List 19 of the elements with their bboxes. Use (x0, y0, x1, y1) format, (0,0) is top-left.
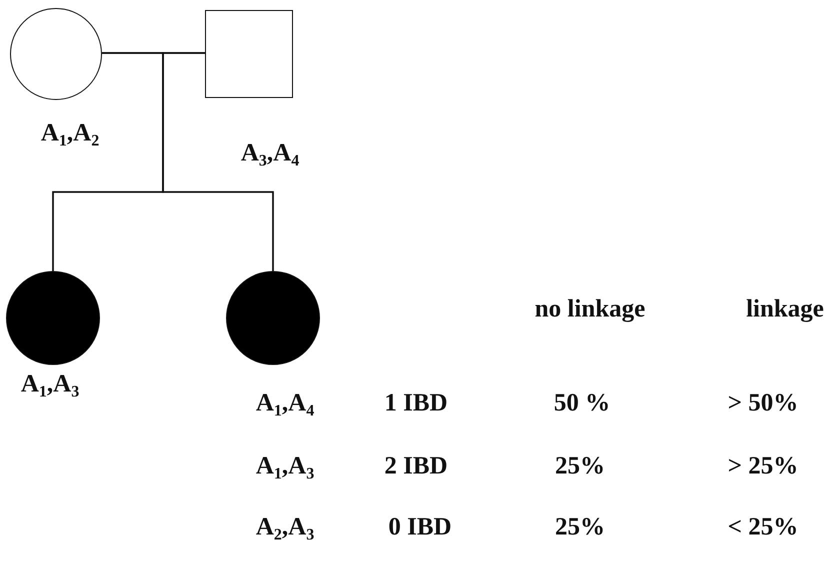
column-header: linkage (746, 296, 824, 322)
ibd-label: 0 IBD (388, 514, 452, 540)
genotype-label: A$_{1}$,A$_{3}$ (256, 454, 314, 478)
male-square (205, 10, 293, 98)
column-header: no linkage (534, 296, 646, 322)
probability-label: > 50% (728, 390, 798, 416)
genotype-label: A$_{2}$,A$_{3}$ (256, 514, 314, 540)
genotype-label: A$_{3}$,A$_{4}$ (240, 140, 300, 166)
ibd-label: 1 IBD (384, 390, 448, 416)
probability-label: 25% (555, 454, 605, 478)
descent-line (162, 52, 274, 271)
ibd-label: 2 IBD (384, 454, 448, 478)
genotype-label: A$_{1}$,A$_{3}$ (20, 372, 80, 396)
probability-label: < 25% (728, 514, 798, 540)
genotype-label: A$_{1}$,A$_{4}$ (256, 390, 314, 416)
probability-label: 25% (555, 514, 605, 540)
probability-label: 50 % (554, 390, 610, 416)
genotype-label: A$_{1}$,A$_{2}$ (40, 120, 100, 146)
probability-label: > 25% (728, 454, 798, 478)
